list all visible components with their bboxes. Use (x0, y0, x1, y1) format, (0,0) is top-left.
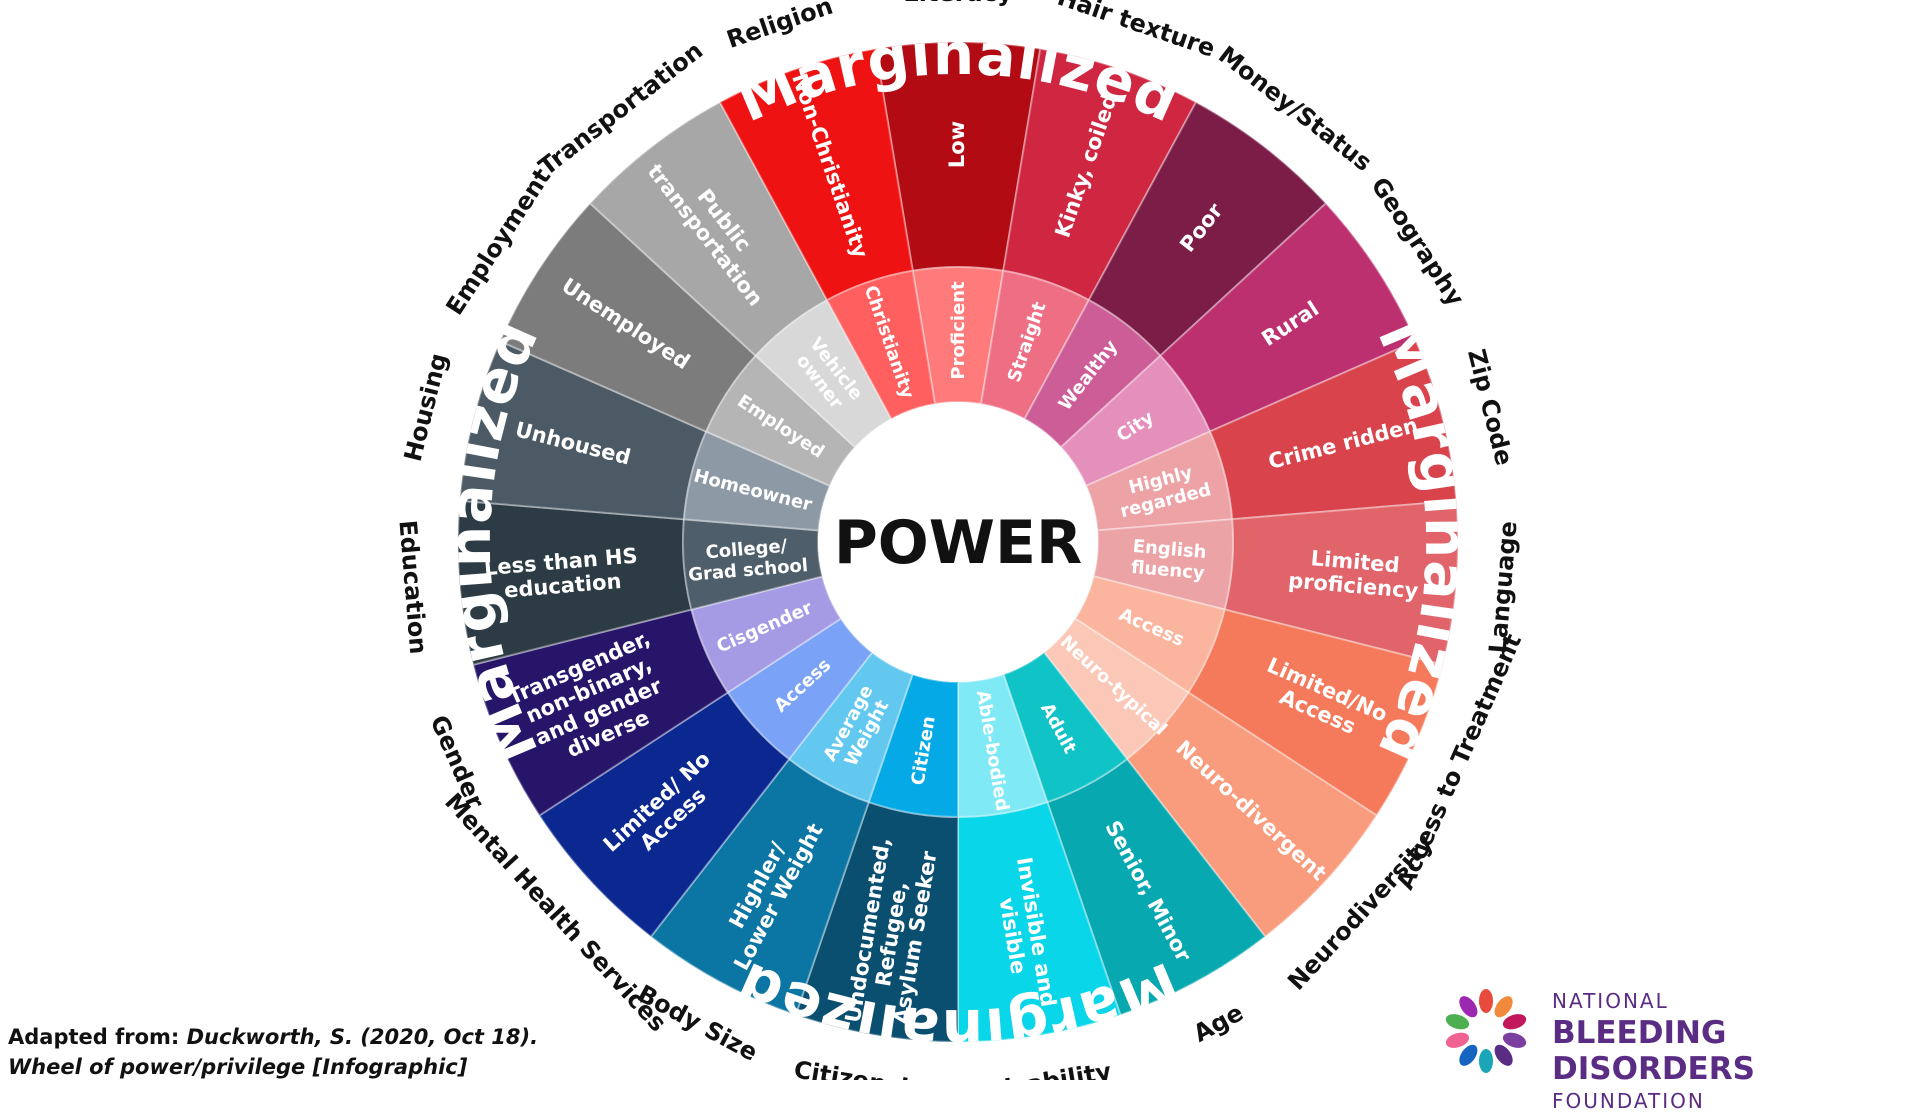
inner-segment-education (682, 518, 824, 611)
nbdf-logo: NATIONAL BLEEDING DISORDERS FOUNDATION (1440, 985, 1910, 1113)
logo-petal (1502, 1014, 1527, 1030)
logo-petal (1479, 989, 1493, 1013)
category-label-age: Age (1189, 998, 1248, 1047)
logo-line-2: BLEEDING DISORDERS (1552, 1015, 1755, 1087)
logo-petal (1445, 1032, 1470, 1048)
inner-segment-housing (682, 430, 832, 532)
logo-petal (1502, 1032, 1527, 1048)
logo-petal (1479, 1049, 1493, 1073)
marginalized-label-literacy: Low (945, 121, 969, 168)
inner-segment-literacy (911, 266, 1005, 406)
center-title: POWER (834, 508, 1082, 578)
citation-source: Duckworth, S. (2020, Oct 18). Wheel of p… (8, 1025, 539, 1079)
privileged-label-language: Englishfluency (1130, 536, 1207, 584)
center-circle (818, 402, 1098, 682)
inner-segment-mental-health-services (726, 617, 874, 761)
logo-petal (1494, 1044, 1513, 1066)
logo-petal (1445, 1014, 1470, 1030)
citation: Adapted from: Duckworth, S. (2020, Oct 1… (8, 1022, 568, 1082)
category-label-education: Education (393, 519, 432, 655)
logo-mark-icon (1445, 989, 1527, 1073)
privileged-label-literacy: Proficient (948, 281, 969, 380)
logo-line-1: NATIONAL (1552, 989, 1669, 1013)
citation-prefix: Adapted from: (8, 1025, 187, 1049)
logo-wordmark: NATIONAL BLEEDING DISORDERS FOUNDATION (1552, 989, 1910, 1113)
logo-petal (1459, 1044, 1478, 1066)
logo-line-3: FOUNDATION (1552, 1089, 1705, 1113)
logo-petal (1459, 996, 1478, 1018)
category-label-literacy: Literacy (903, 0, 1013, 7)
logo-petal (1494, 996, 1513, 1018)
